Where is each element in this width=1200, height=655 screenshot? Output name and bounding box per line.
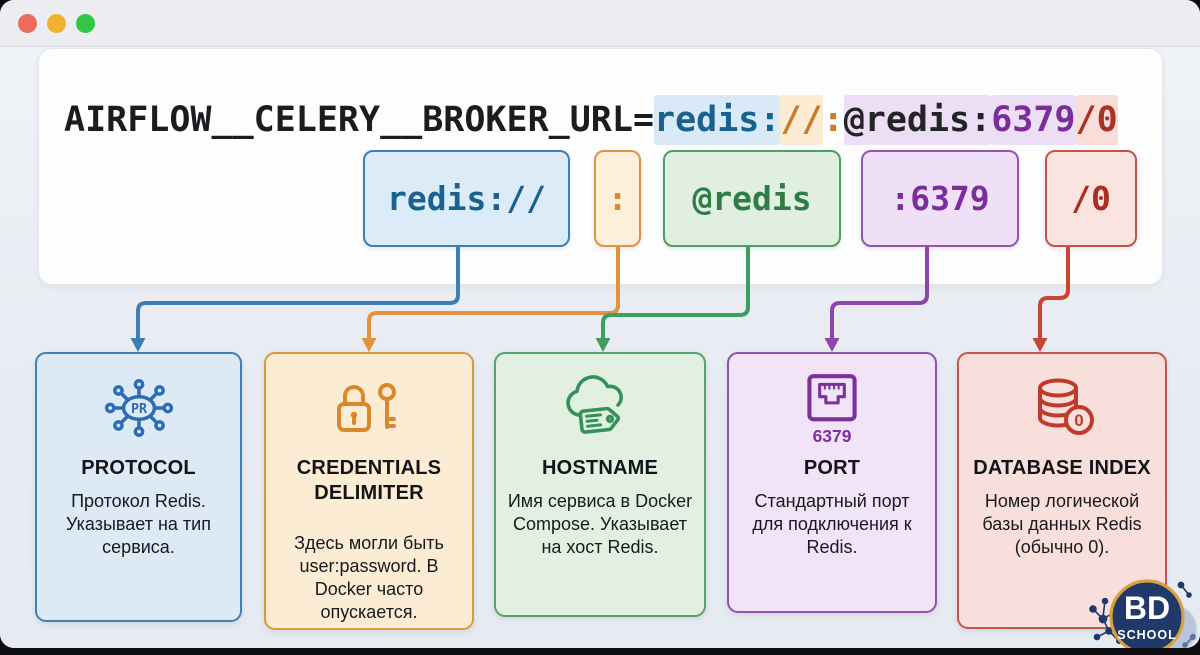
window-titlebar [0, 0, 1200, 47]
segment-db-index: /0 [1045, 150, 1137, 247]
minimize-window-button[interactable] [47, 14, 66, 33]
card-hostname: HOSTNAME Имя сервиса в Docker Compose. У… [494, 352, 706, 617]
url-part: redis: [654, 95, 781, 145]
delimiter-arrow-head [361, 338, 377, 352]
url-part: AIRFLOW__CELERY__BROKER_URL= [64, 100, 655, 140]
network-protocol-icon: PR [37, 368, 240, 448]
port-arrow-head [824, 338, 840, 352]
segment-label: :6379 [890, 179, 990, 218]
traffic-lights [18, 14, 95, 33]
segment-port: :6379 [861, 150, 1019, 247]
bd-school-logo: BD SCHOOL [1085, 571, 1200, 648]
segment-protocol: redis:// [363, 150, 570, 247]
url-part: @redis: [843, 95, 992, 145]
segment-label: @redis [692, 179, 812, 218]
url-part: 6379 [991, 95, 1076, 145]
segment-hostname: @redis [663, 150, 841, 247]
lock-and-key-icon [266, 368, 472, 448]
port-number-label: 6379 [813, 426, 852, 446]
card-description: Стандартный порт для подключения к Redis… [752, 491, 912, 558]
card-protocol: PR PROTOCOL Протокол Redis. Указывает на… [35, 352, 242, 622]
card-credentials-delimiter: CREDENTIALS DELIMITER Здесь могли быть u… [264, 352, 474, 630]
card-description: Номер логической базы данных Redis (обыч… [982, 491, 1142, 558]
svg-text:PR: PR [130, 402, 147, 417]
db-index-badge: 0 [1074, 411, 1083, 430]
protocol-arrow-head [130, 338, 146, 352]
card-title: PORT [803, 457, 861, 479]
diagram-area: AIRFLOW__CELERY__BROKER_URL=redis://:@re… [0, 47, 1200, 648]
zoom-window-button[interactable] [76, 14, 95, 33]
hostname-arrow-head [595, 338, 611, 352]
card-title: PROTOCOL [81, 457, 196, 479]
url-part: /0 [1075, 95, 1118, 145]
db-index-arrow-head [1032, 338, 1048, 352]
url-part: : [822, 100, 844, 140]
segment-credentials-delimiter: : [594, 150, 641, 247]
card-description: Здесь могли быть user:password. В Docker… [294, 533, 444, 623]
close-window-button[interactable] [18, 14, 37, 33]
logo-bd-text: BD [1124, 590, 1170, 626]
card-description: Протокол Redis. Указывает на тип сервиса… [66, 491, 211, 558]
card-title: HOSTNAME [541, 457, 659, 479]
url-string: AIRFLOW__CELERY__BROKER_URL=redis://:@re… [64, 95, 1118, 145]
database-icon: 0 [959, 368, 1165, 448]
ethernet-port-icon: 6379 [729, 368, 935, 448]
cloud-tag-icon [496, 368, 704, 448]
segment-label: redis:// [387, 179, 546, 218]
url-part: // [780, 95, 823, 145]
card-title: CREDENTIALS DELIMITER [296, 457, 442, 504]
card-title: DATABASE INDEX [973, 457, 1151, 479]
segment-label: : [607, 179, 628, 218]
segment-label: /0 [1071, 179, 1111, 218]
logo-school-text: SCHOOL [1117, 628, 1176, 642]
card-port: 6379 PORT Стандартный порт для подключен… [727, 352, 937, 613]
card-description: Имя сервиса в Docker Compose. Указывает … [507, 491, 693, 558]
